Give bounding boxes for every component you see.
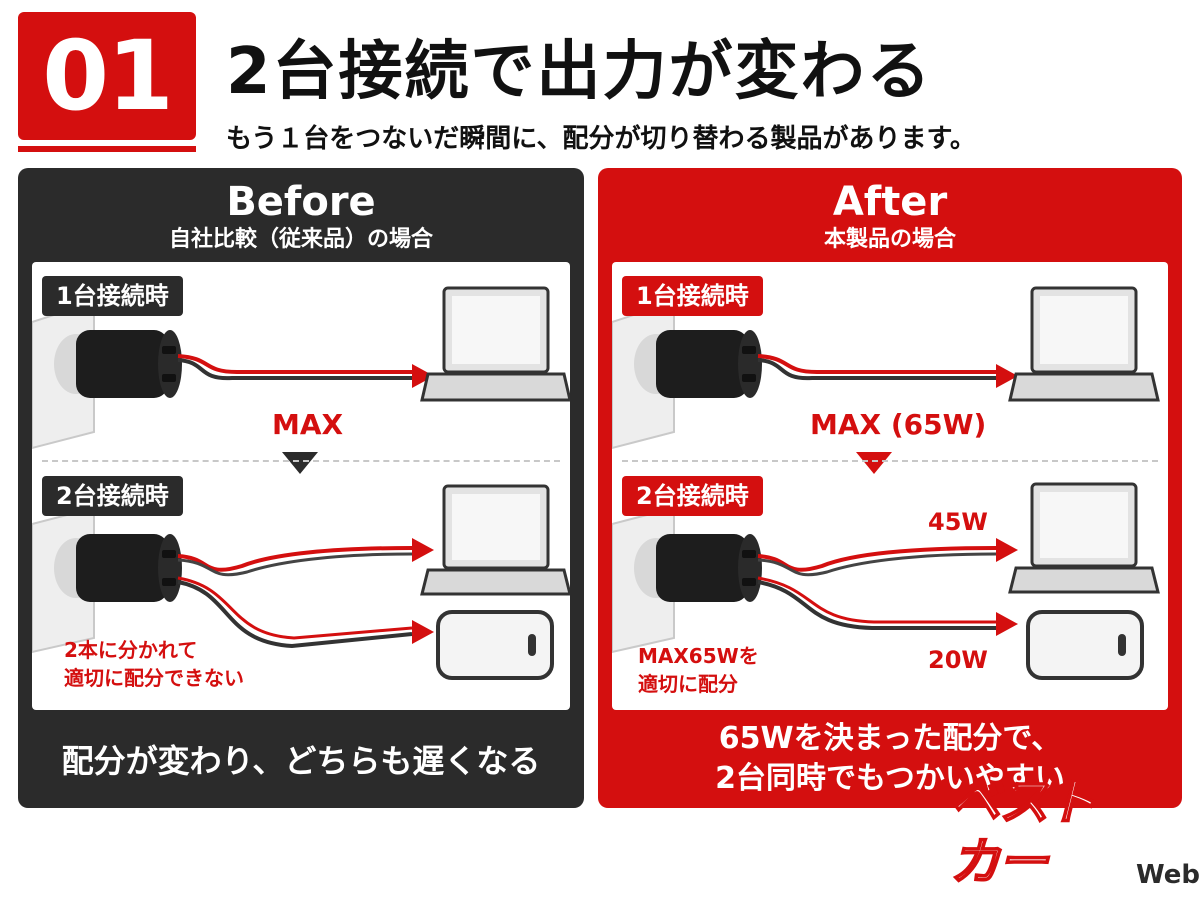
- before-note-line-1: 2本に分かれて: [64, 638, 198, 662]
- after-panel: After 本製品の場合: [598, 168, 1182, 808]
- after-title: After: [832, 179, 948, 225]
- publisher-logo: ベストカー Web: [949, 772, 1200, 892]
- car-charger-icon: [54, 330, 182, 398]
- after-footer: 65Wを決まった配分で、 2台同時でもつかいやすい: [598, 710, 1182, 808]
- after-panel-body: 1台接続時 MAX (65W) 2台接続時 45W 20W MAX65Wを 適切…: [612, 262, 1168, 710]
- before-note-line-2: 適切に配分できない: [64, 666, 244, 690]
- logo-suffix: Web: [1136, 860, 1200, 890]
- section-number-badge: 01: [18, 12, 196, 140]
- before-max-label: MAX: [272, 408, 344, 441]
- after-subtitle: 本製品の場合: [823, 227, 956, 252]
- after-note-line-2: 適切に配分: [638, 672, 738, 696]
- logo-mark: ベストカー: [949, 772, 1098, 892]
- page-title: 2台接続で出力が変わる: [226, 35, 933, 109]
- car-charger-icon: [634, 330, 762, 398]
- arrow-down-icon: [282, 452, 318, 474]
- arrow-down-icon: [856, 452, 892, 474]
- after-divider: [622, 460, 1158, 462]
- before-tag-two-devices: 2台接続時: [42, 476, 183, 516]
- after-watt-laptop: 45W: [928, 508, 988, 536]
- before-panel-body: 1台接続時 MAX 2台接続時 2本に分かれて 適切に配分できない: [32, 262, 570, 710]
- car-charger-icon: [54, 534, 182, 602]
- laptop-icon: [1008, 286, 1160, 402]
- after-tag-two-devices: 2台接続時: [622, 476, 763, 516]
- after-illustration: [612, 286, 1160, 680]
- after-watt-phone: 20W: [928, 646, 988, 674]
- smartphone-icon: [1026, 610, 1144, 680]
- after-tag-one-device: 1台接続時: [622, 276, 763, 316]
- section-number: 01: [42, 20, 174, 132]
- before-illustration: [32, 286, 570, 680]
- laptop-icon: [420, 484, 570, 596]
- before-tag-one-device: 1台接続時: [42, 276, 183, 316]
- page-subtitle: もう１台をつないだ瞬間に、配分が切り替わる製品があります。: [226, 124, 976, 154]
- before-subtitle: 自社比較（従来品）の場合: [168, 227, 433, 252]
- smartphone-icon: [436, 610, 554, 680]
- laptop-icon: [420, 286, 570, 402]
- car-charger-icon: [634, 534, 762, 602]
- before-footer: 配分が変わり、どちらも遅くなる: [18, 710, 584, 808]
- after-footer-line-2: 2台同時でもつかいやすい: [715, 761, 1065, 796]
- before-footer-text: 配分が変わり、どちらも遅くなる: [61, 742, 541, 780]
- laptop-icon: [1008, 482, 1160, 594]
- after-note-line-1: MAX65Wを: [638, 644, 759, 668]
- before-panel: Before 自社比較（従来品）の場合: [18, 168, 584, 808]
- before-divider: [42, 460, 560, 462]
- before-panel-header: Before 自社比較（従来品）の場合: [18, 168, 584, 262]
- after-footer-line-1: 65Wを決まった配分で、: [718, 721, 1062, 756]
- after-panel-header: After 本製品の場合: [598, 168, 1182, 262]
- section-number-underline: [18, 146, 196, 152]
- after-max-label: MAX (65W): [810, 408, 987, 441]
- before-title: Before: [226, 179, 376, 225]
